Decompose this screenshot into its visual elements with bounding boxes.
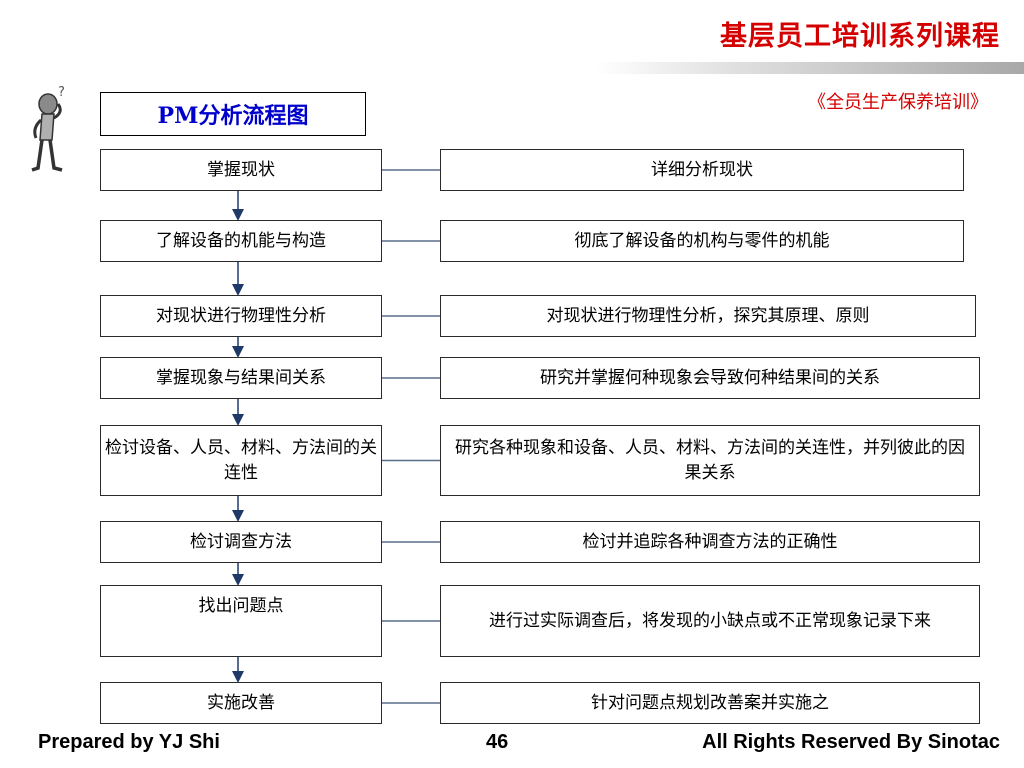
detail-box: 研究各种现象和设备、人员、材料、方法间的关连性，并列彼此的因果关系 [440,425,980,496]
detail-box: 进行过实际调查后，将发现的小缺点或不正常现象记录下来 [440,585,980,657]
step-box: 找出问题点 [100,585,382,657]
step-box: 掌握现状 [100,149,382,191]
chart-title: PM分析流程图 [100,92,366,136]
course-title: 《全员生产保养培训》 [808,92,988,113]
step-box: 检讨调查方法 [100,521,382,563]
detail-box: 针对问题点规划改善案并实施之 [440,682,980,724]
detail-box: 检讨并追踪各种调查方法的正确性 [440,521,980,563]
header-gradient-bar [595,62,1024,74]
detail-box: 彻底了解设备的机构与零件的机能 [440,220,964,262]
step-box: 实施改善 [100,682,382,724]
step-box: 检讨设备、人员、材料、方法间的关连性 [100,425,382,496]
svg-text:?: ? [58,85,65,100]
footer-rights: All Rights Reserved By Sinotac [702,731,1000,753]
detail-box: 研究并掌握何种现象会导致何种结果间的关系 [440,357,980,399]
step-box: 对现状进行物理性分析 [100,295,382,337]
step-box: 了解设备的机能与构造 [100,220,382,262]
step-box: 掌握现象与结果间关系 [100,357,382,399]
page-number: 46 [486,731,509,753]
series-title: 基层员工培训系列课程 [720,21,1000,52]
footer-prepared-by: Prepared by YJ Shi [38,731,220,753]
detail-box: 详细分析现状 [440,149,964,191]
detail-box: 对现状进行物理性分析，探究其原理、原则 [440,295,976,337]
thinking-person-icon: ? [31,85,65,172]
